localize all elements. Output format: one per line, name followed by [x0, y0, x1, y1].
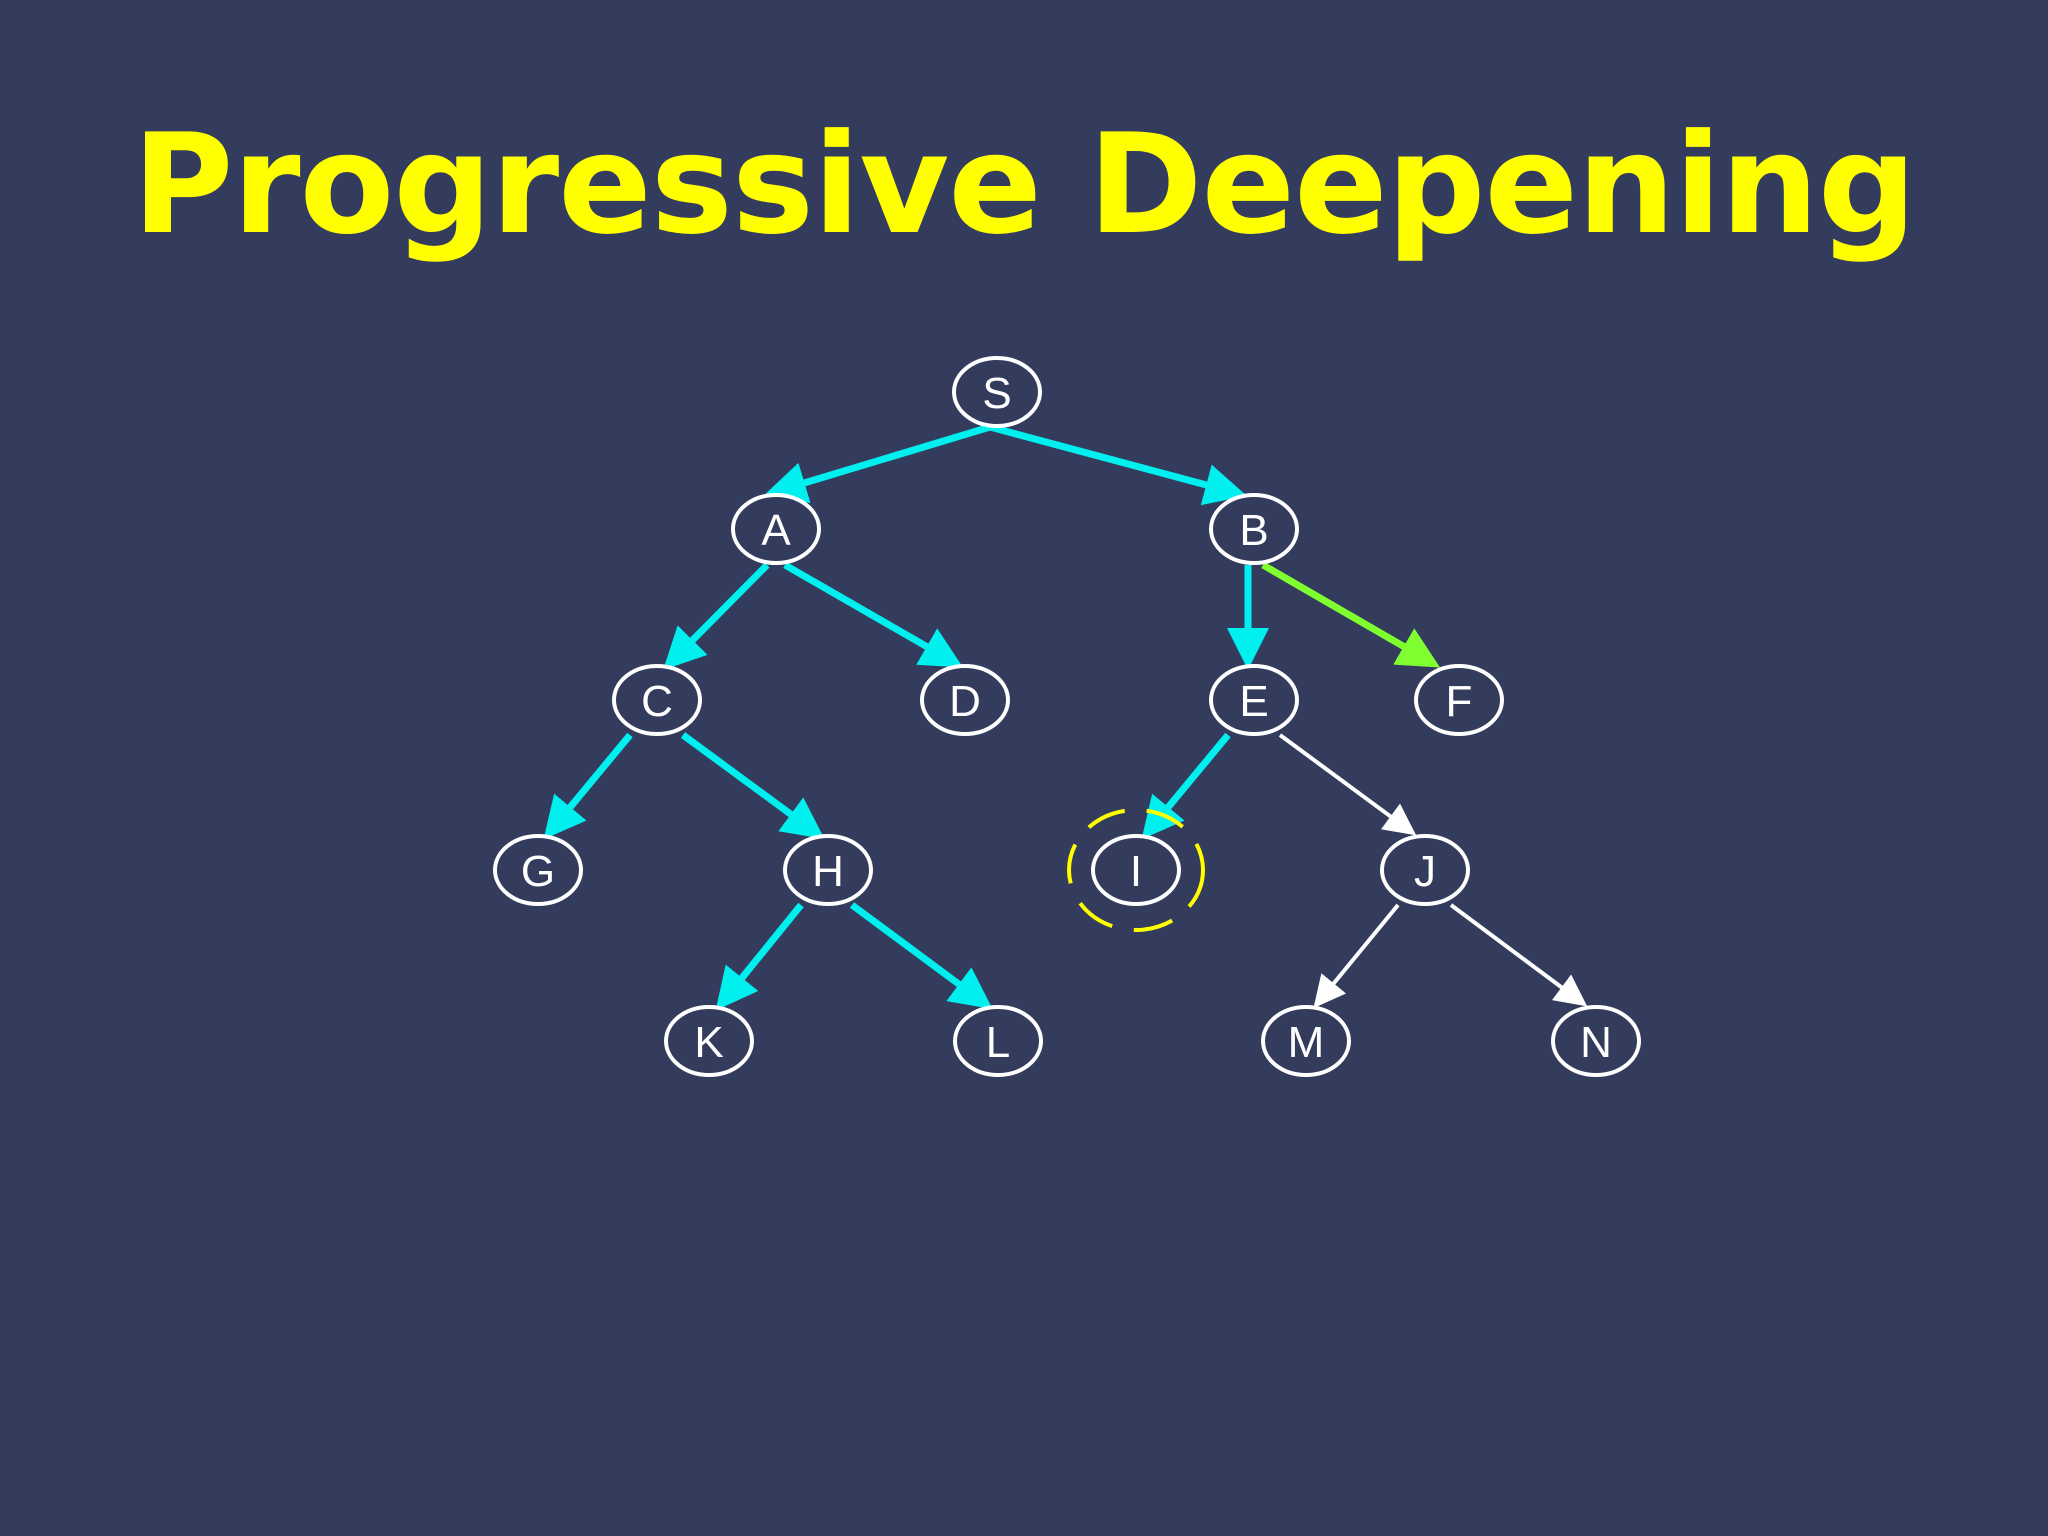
node-s-circle — [952, 356, 1042, 428]
node-i-circle — [1091, 834, 1181, 906]
edge-h-l-arrow — [849, 902, 993, 1010]
edge-a-c-arrow — [663, 562, 770, 670]
node-c: C — [612, 664, 702, 736]
node-h-circle — [783, 834, 873, 906]
edges-layer — [543, 423, 1588, 1011]
highlight-layer — [1067, 808, 1205, 932]
node-e: E — [1209, 664, 1299, 736]
node-d-circle — [920, 664, 1010, 736]
node-b-label: B — [1239, 506, 1268, 555]
node-j-label: J — [1414, 847, 1436, 896]
node-j: J — [1380, 834, 1470, 906]
edge-h-k-arrow — [715, 902, 804, 1011]
node-l-circle — [953, 1005, 1043, 1077]
edge-s-a-arrow — [764, 423, 992, 504]
node-l: L — [953, 1005, 1043, 1077]
edge-e-j-arrow — [1278, 733, 1417, 836]
node-e-circle — [1209, 664, 1299, 736]
edge-c-g-arrow — [543, 732, 633, 840]
node-i: I — [1091, 834, 1181, 906]
node-j-circle — [1380, 834, 1470, 906]
node-i-highlight-ring — [1067, 808, 1205, 932]
node-a-circle — [731, 493, 821, 565]
node-f: F — [1414, 664, 1504, 736]
edge-b-f-arrow — [1261, 561, 1441, 668]
node-s-label: S — [982, 369, 1011, 418]
node-g-label: G — [521, 847, 555, 896]
node-f-circle — [1414, 664, 1504, 736]
edge-j-n-arrow — [1449, 903, 1588, 1007]
node-g: G — [493, 834, 583, 906]
slide-title: Progressive Deepening — [132, 104, 1916, 265]
edge-e-i-arrow — [1141, 732, 1231, 840]
node-d-label: D — [949, 677, 981, 726]
node-f-label: F — [1446, 677, 1473, 726]
edge-j-m-arrow — [1313, 903, 1400, 1009]
edge-c-h-arrow — [680, 732, 825, 840]
node-c-label: C — [641, 677, 673, 726]
node-a: A — [731, 493, 821, 565]
node-m-circle — [1261, 1005, 1351, 1077]
node-b-circle — [1209, 493, 1299, 565]
node-h-label: H — [812, 847, 844, 896]
node-s: S — [952, 356, 1042, 428]
nodes-layer: S A B C D E F G H I J K L M N — [493, 356, 1641, 1077]
node-b: B — [1209, 493, 1299, 565]
node-n: N — [1551, 1005, 1641, 1077]
node-g-circle — [493, 834, 583, 906]
node-e-label: E — [1239, 677, 1268, 726]
node-l-label: L — [986, 1018, 1010, 1067]
edge-s-b-arrow — [989, 423, 1247, 506]
node-k-label: K — [694, 1018, 723, 1067]
edge-a-d-arrow — [783, 561, 964, 668]
node-n-label: N — [1580, 1018, 1612, 1067]
node-a-label: A — [761, 506, 791, 555]
node-k-circle — [664, 1005, 754, 1077]
node-c-circle — [612, 664, 702, 736]
node-k: K — [664, 1005, 754, 1077]
node-h: H — [783, 834, 873, 906]
node-n-circle — [1551, 1005, 1641, 1077]
node-m: M — [1261, 1005, 1351, 1077]
node-i-label: I — [1130, 847, 1142, 896]
node-d: D — [920, 664, 1010, 736]
node-m-label: M — [1288, 1018, 1325, 1067]
